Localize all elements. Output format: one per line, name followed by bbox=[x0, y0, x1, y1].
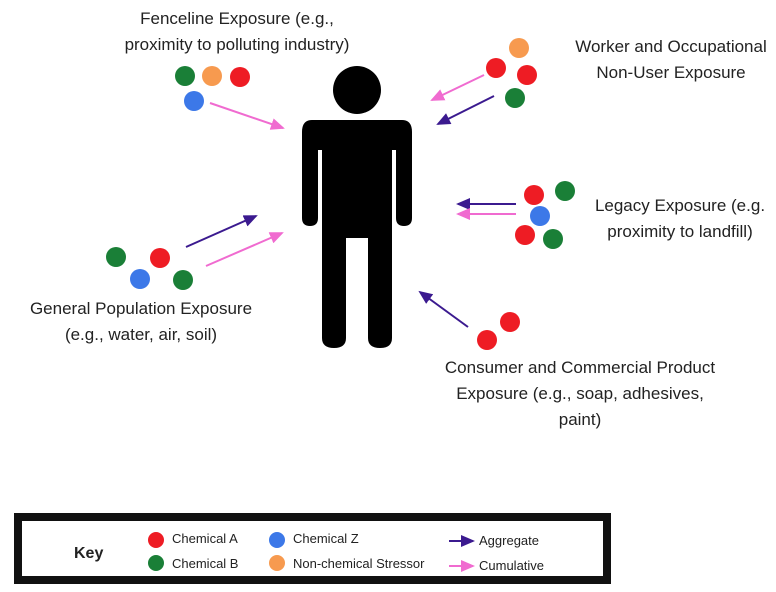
chemical-a-dot bbox=[517, 65, 537, 85]
general-label: General Population Exposure (e.g., water… bbox=[10, 296, 272, 348]
consumer-line-1: Consumer and Commercial Product bbox=[444, 358, 716, 377]
key-arrows bbox=[449, 535, 475, 572]
general-line-2: (e.g., water, air, soil) bbox=[64, 325, 218, 344]
aggregate-key-label: Aggregate bbox=[479, 533, 539, 548]
consumer-aggregate-arrow bbox=[418, 290, 469, 328]
non-chemical-key-label: Non-chemical Stressor bbox=[293, 556, 425, 571]
chemical-z-dot bbox=[130, 269, 150, 289]
chemical-b-dot bbox=[543, 229, 563, 249]
cumulative-key-label: Cumulative bbox=[479, 558, 545, 573]
general-line-1: General Population Exposure bbox=[29, 299, 253, 318]
worker-line-1: Worker and Occupational bbox=[575, 37, 767, 56]
key-legend: Key Chemical A Chemical B Chemical Z Non… bbox=[14, 513, 611, 584]
fenceline-line-2: proximity to polluting industry) bbox=[124, 35, 350, 54]
non-chemical-key-dot bbox=[269, 555, 285, 571]
chemical-a-dot bbox=[524, 185, 544, 205]
consumer-line-2: Exposure (e.g., soap, adhesives, bbox=[456, 384, 704, 403]
general-cumulative-arrow bbox=[205, 232, 284, 267]
chemical-a-key-label: Chemical A bbox=[172, 531, 238, 546]
chemical-a-dot bbox=[486, 58, 506, 78]
worker-cumulative-arrow bbox=[430, 74, 485, 101]
chemical-b-dot bbox=[175, 66, 195, 86]
legacy-line-1: Legacy Exposure (e.g. bbox=[594, 196, 766, 215]
consumer-line-3: paint) bbox=[558, 410, 602, 429]
chemical-b-dot bbox=[173, 270, 193, 290]
key-title: Key bbox=[74, 545, 104, 562]
chemical-a-dot bbox=[500, 312, 520, 332]
chemical-b-dot bbox=[505, 88, 525, 108]
non-chemical-stressor-dot bbox=[202, 66, 222, 86]
chemical-z-key-label: Chemical Z bbox=[293, 531, 359, 546]
worker-aggregate-arrow bbox=[436, 95, 495, 125]
chemical-b-dot bbox=[106, 247, 126, 267]
fenceline-line-1: Fenceline Exposure (e.g., bbox=[140, 9, 334, 28]
chemical-a-dot bbox=[477, 330, 497, 350]
chemical-b-dot bbox=[555, 181, 575, 201]
chemical-b-key-dot bbox=[148, 555, 164, 571]
chemical-a-dot bbox=[150, 248, 170, 268]
chemical-z-dot bbox=[530, 206, 550, 226]
worker-label: Worker and Occupational Non-User Exposur… bbox=[556, 34, 776, 86]
fenceline-cumulative-arrow bbox=[209, 102, 285, 130]
non-chemical-stressor-dot bbox=[509, 38, 529, 58]
chemical-a-key-dot bbox=[148, 532, 164, 548]
chemical-a-dot bbox=[230, 67, 250, 87]
worker-line-2: Non-User Exposure bbox=[596, 63, 746, 82]
legacy-label: Legacy Exposure (e.g. proximity to landf… bbox=[580, 193, 776, 245]
person-icon bbox=[302, 66, 412, 348]
fenceline-label: Fenceline Exposure (e.g., proximity to p… bbox=[92, 6, 382, 58]
chemical-a-dot bbox=[515, 225, 535, 245]
chemical-z-dot bbox=[184, 91, 204, 111]
chemical-b-key-label: Chemical B bbox=[172, 556, 239, 571]
general-aggregate-arrow bbox=[185, 215, 258, 248]
consumer-label: Consumer and Commercial Product Exposure… bbox=[424, 355, 736, 433]
legacy-line-2: proximity to landfill) bbox=[607, 222, 753, 241]
chemical-z-key-dot bbox=[269, 532, 285, 548]
